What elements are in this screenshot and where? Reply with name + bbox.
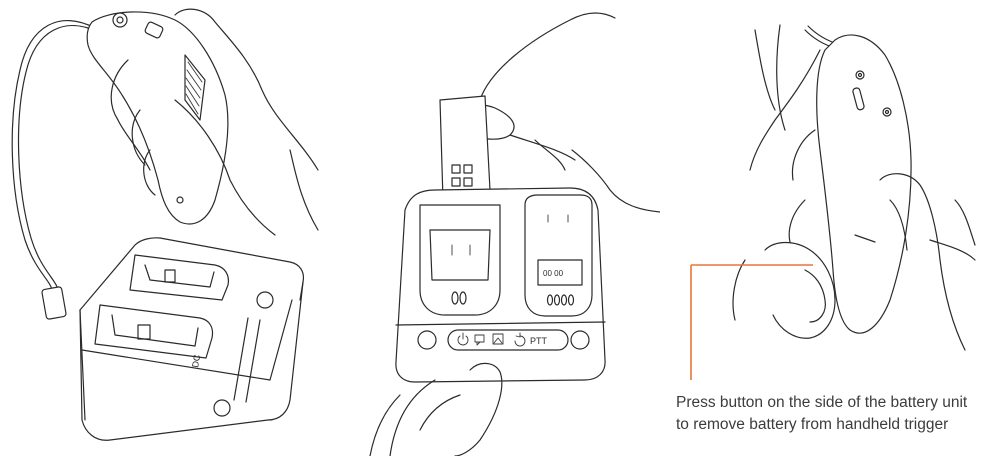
caption-line-1: Press button on the side of the battery … <box>676 392 1006 414</box>
ptt-label: PTT <box>530 336 548 346</box>
charger-control-strip <box>448 330 568 350</box>
battery-removal-caption: Press button on the side of the battery … <box>676 392 1006 436</box>
illustration-handheld-and-charger: DC <box>0 0 330 456</box>
illustration-battery-insert: 00 00 PTT <box>360 0 660 456</box>
svg-text:00 00: 00 00 <box>543 269 564 278</box>
battery-removal-drawing <box>675 0 1007 390</box>
handheld-charger-drawing: DC <box>0 0 330 456</box>
battery-insert-drawing: 00 00 PTT <box>360 0 660 456</box>
illustration-battery-removal <box>675 0 1007 456</box>
caption-line-2: to remove battery from handheld trigger <box>676 414 1006 436</box>
